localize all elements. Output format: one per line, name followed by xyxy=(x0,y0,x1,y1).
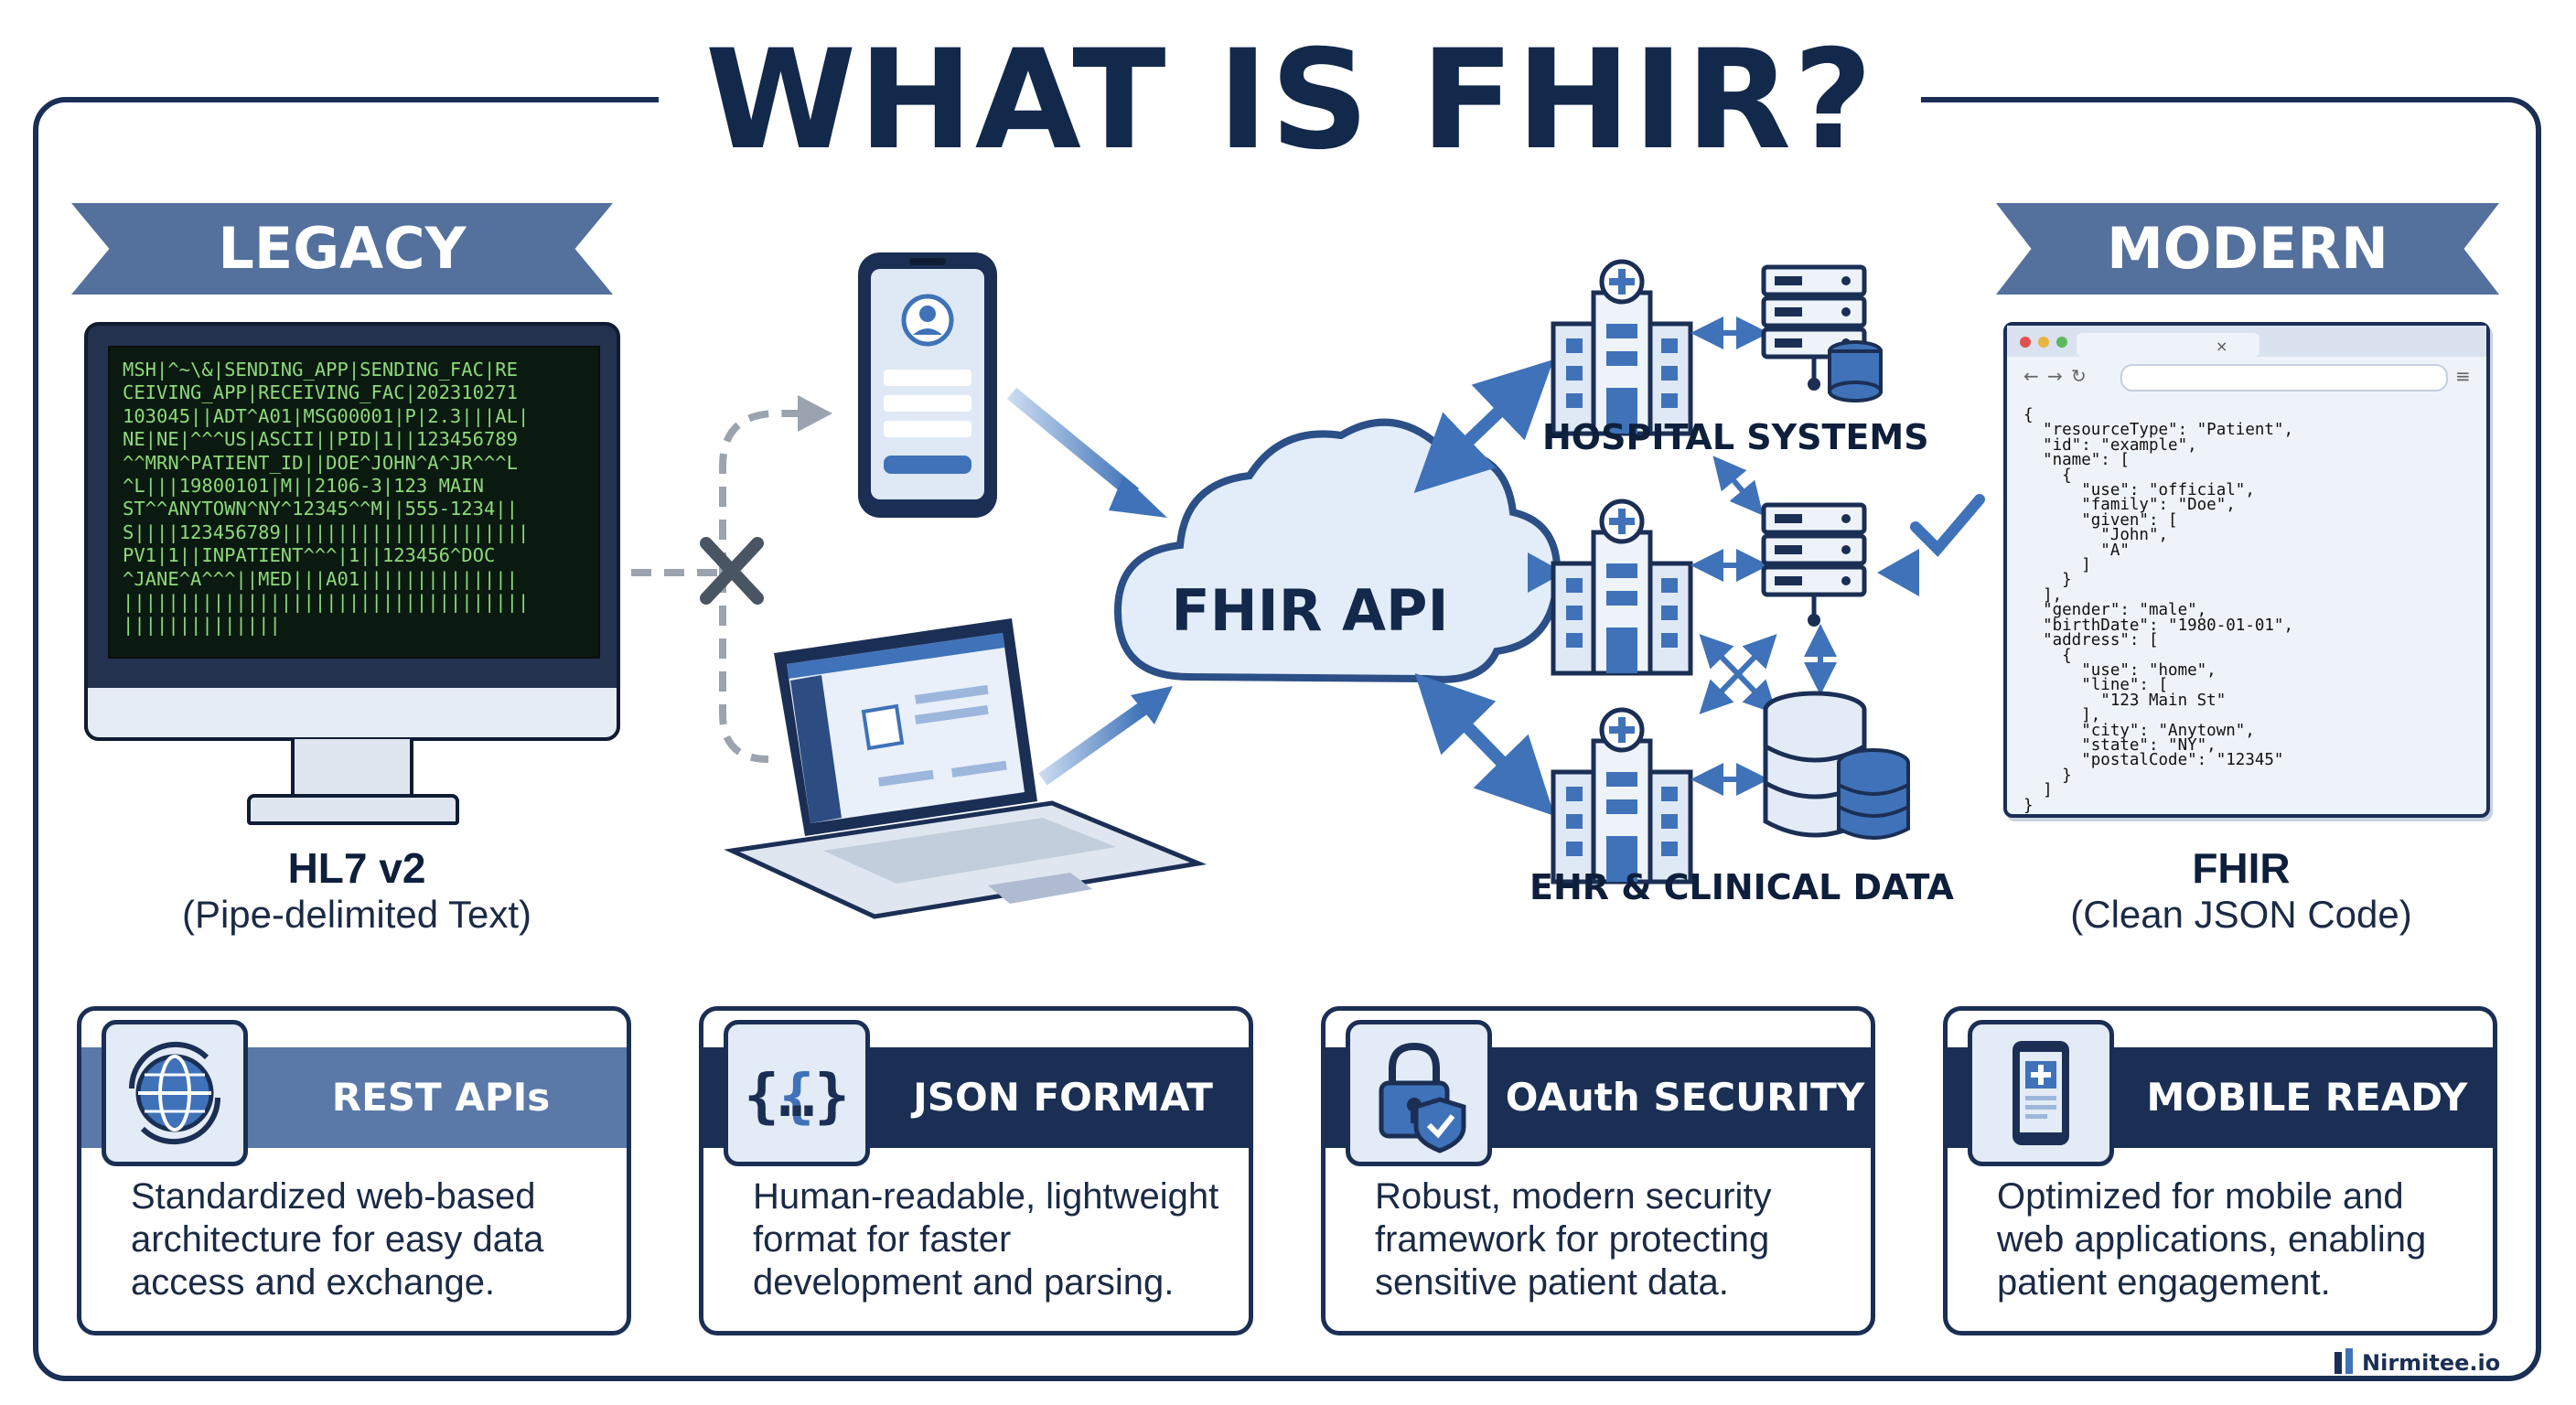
card-json-format: JSON FORMAT { {…} Human-readable, lightw… xyxy=(699,1006,1253,1335)
url-field xyxy=(2120,364,2448,391)
hospital-systems-label: HOSPITAL SYSTEMS xyxy=(1542,417,1929,457)
menu-icon: ≡ xyxy=(2455,365,2470,387)
card-title: OAuth SECURITY xyxy=(1505,1075,1865,1120)
refresh-icon: ↻ xyxy=(2071,365,2087,387)
browser-tab xyxy=(2077,333,2259,357)
ehr-clinical-data-label: EHR & CLINICAL DATA xyxy=(1530,867,1954,907)
server-icon-top xyxy=(1761,264,1883,402)
arrow-phone-to-api xyxy=(1006,387,1140,500)
watermark: Nirmitee.io xyxy=(2362,1350,2501,1376)
arrow-head-laptop xyxy=(1131,686,1173,724)
card-description: Robust, modern security framework for pr… xyxy=(1375,1176,1772,1303)
arrow-laptop-to-api xyxy=(1038,702,1148,786)
monitor-stand xyxy=(291,739,413,798)
card-title: MOBILE READY xyxy=(2146,1075,2468,1120)
nirmitee-logo-icon xyxy=(2334,1348,2353,1374)
legacy-ribbon: LEGACY xyxy=(71,203,613,295)
modern-ribbon: MODERN xyxy=(1996,203,2499,295)
arrow-head-mid xyxy=(1528,552,1564,593)
title-background xyxy=(659,27,1921,174)
hl7-caption-title: HL7 v2 xyxy=(287,844,426,892)
arrow-api-hospital-bottom xyxy=(1414,672,1555,817)
forward-arrow-icon: → xyxy=(2047,365,2063,387)
svg-text:{: { xyxy=(779,1063,815,1131)
arrow-vertical-link xyxy=(1712,456,1764,516)
tab-close-icon: × xyxy=(2216,338,2227,355)
card-description: Standardized web-based architecture for … xyxy=(131,1176,544,1303)
arrow-cross-b xyxy=(1699,634,1777,714)
arrow-head-phone xyxy=(1109,476,1167,518)
monitor-base xyxy=(247,794,459,825)
fhir-caption-title: FHIR xyxy=(2192,844,2291,892)
card-title: JSON FORMAT xyxy=(913,1075,1213,1120)
browser-window xyxy=(2003,322,2490,818)
card-title: REST APIs xyxy=(331,1075,551,1120)
hospital-icon-bottom xyxy=(1551,707,1693,885)
laptop-icon xyxy=(724,618,1208,919)
arrow-head-modern xyxy=(1877,549,1919,596)
hospital-icon-middle xyxy=(1551,499,1693,676)
card-rest-apis: REST APIs Standardized web-based archite… xyxy=(77,1006,631,1335)
center-illustration xyxy=(631,252,2012,919)
card-description: Human-readable, lightweight format for f… xyxy=(753,1176,1219,1303)
database-icon xyxy=(1763,691,1910,840)
hl7-caption-subtitle: (Pipe-delimited Text) xyxy=(181,893,532,936)
back-arrow-icon: ← xyxy=(2023,365,2039,387)
card-description: Optimized for mobile and web application… xyxy=(1997,1176,2427,1303)
maximize-dot-icon xyxy=(2056,337,2067,348)
hl7-message: MSH|^~\&|SENDING_APP|SENDING_FAC|RE CEIV… xyxy=(123,359,530,637)
close-dot-icon xyxy=(2020,337,2031,348)
mobile-medical-icon xyxy=(1968,1020,2114,1166)
fhir-json-code: { "resourceType": "Patient", "id": "exam… xyxy=(2023,406,2294,815)
browser-controls: × ← → ↻ ≡ xyxy=(2020,333,2470,387)
fhir-caption-subtitle: (Clean JSON Code) xyxy=(2070,893,2412,936)
svg-text:{…}: {…} xyxy=(744,1063,850,1131)
lock-shield-icon xyxy=(1346,1020,1492,1166)
json-braces-icon: { {…} xyxy=(724,1020,870,1166)
arrow-api-hospital-top xyxy=(1413,359,1554,494)
server-icon-middle xyxy=(1761,502,1867,627)
disconnect-x-icon xyxy=(700,537,764,605)
minimize-dot-icon xyxy=(2038,337,2049,348)
globe-icon xyxy=(102,1020,248,1166)
cloud-label: FHIR API xyxy=(1171,577,1449,644)
dashed-arrow-head xyxy=(798,395,832,432)
card-mobile-ready: MOBILE READY Optimized for mobile and we… xyxy=(1943,1006,2497,1335)
checkmark-icon xyxy=(1910,494,1985,557)
page-title: WHAT IS FHIR? xyxy=(704,21,1875,180)
smartphone-icon xyxy=(858,252,997,518)
hospital-icon-top xyxy=(1551,259,1693,436)
card-oauth-security: OAuth SECURITY Robust, modern security f… xyxy=(1321,1006,1875,1335)
terminal-screen xyxy=(108,346,600,659)
broken-connection xyxy=(631,410,805,763)
